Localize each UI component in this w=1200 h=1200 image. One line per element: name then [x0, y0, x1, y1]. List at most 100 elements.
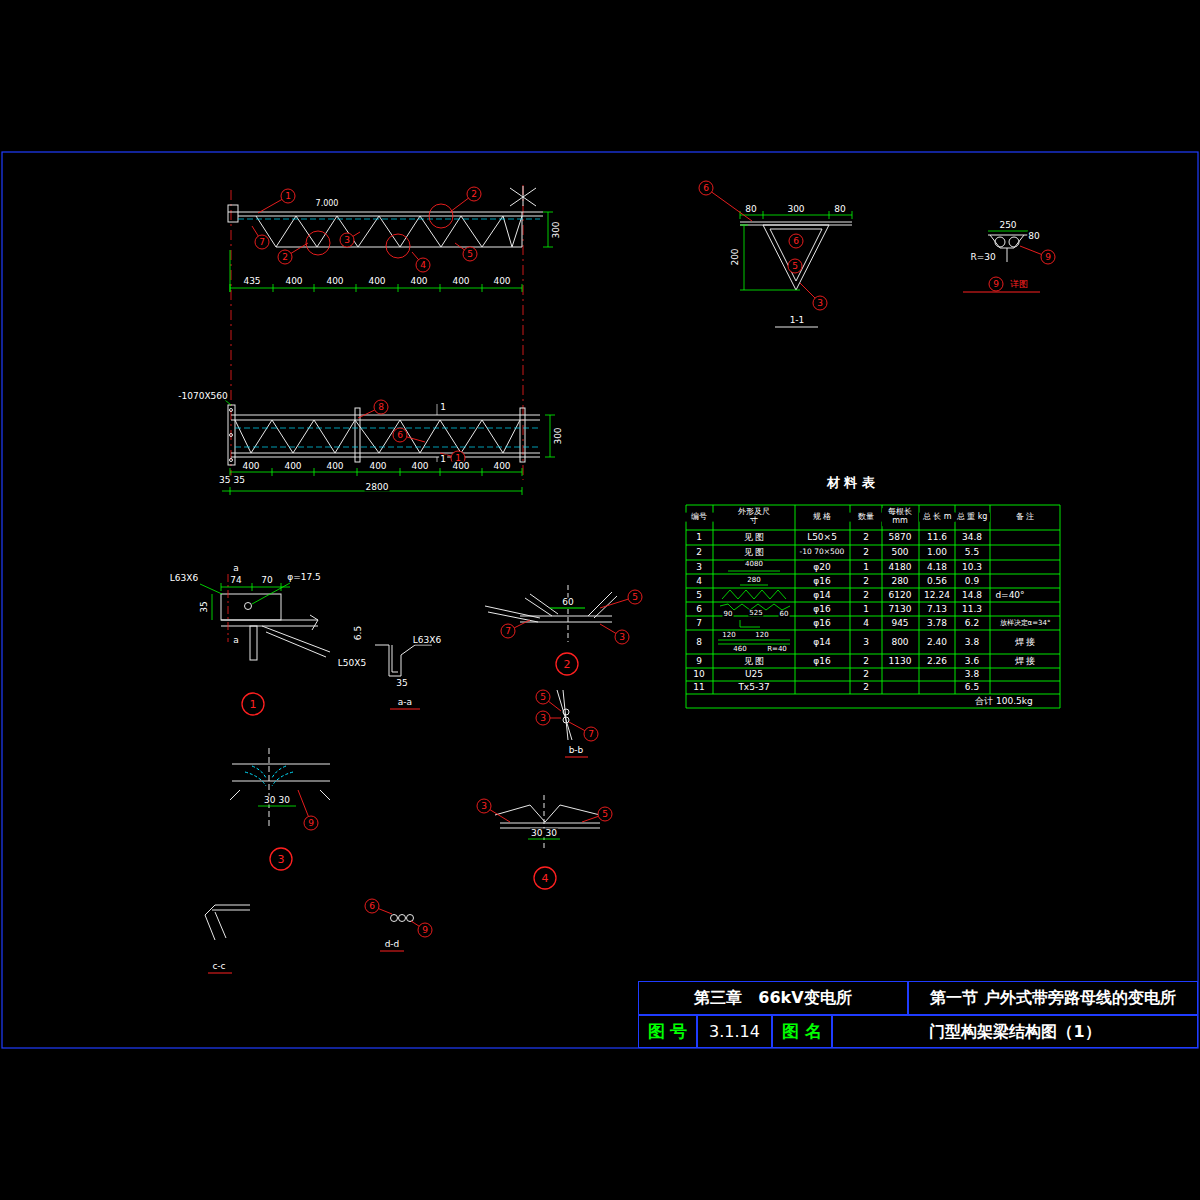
table-cell: 4180 [888, 563, 913, 572]
table-cell: Tx5-37 [737, 683, 770, 692]
table-rule [686, 708, 1060, 709]
dimension: 35 [200, 600, 209, 613]
callout-circle [418, 923, 432, 937]
table-rule [686, 530, 1060, 531]
dimension: 35 [395, 679, 408, 688]
table-header: 规 格 [804, 513, 840, 522]
table-rule [955, 505, 956, 694]
detail-2 [485, 585, 617, 642]
detail-1 [221, 594, 330, 660]
table-cell: 2 [862, 657, 870, 666]
leader-line [291, 243, 308, 253]
dimension: 2800 [365, 483, 390, 492]
table-cell: -10 70×500 [799, 548, 846, 556]
table-cell: 4.18 [926, 563, 948, 572]
callout-circle [584, 727, 598, 741]
shape-dimension: 120 [721, 632, 736, 639]
leader-line [358, 410, 375, 418]
callout-circle [463, 247, 477, 261]
title-text: 第三章 66kV变电所 [694, 989, 851, 1007]
table-rule [686, 560, 1060, 561]
callout-number: 3 [480, 802, 488, 811]
table-rule [686, 602, 1060, 603]
table-rule [686, 616, 1060, 617]
leader-line [378, 909, 392, 914]
table-cell: 8 [695, 638, 703, 647]
table-cell: 800 [890, 638, 909, 647]
dimension: 400 [409, 277, 428, 286]
table-cell: 见 图 [743, 533, 766, 542]
leader-line [549, 701, 561, 711]
table-cell: 7130 [888, 605, 913, 614]
table-header: 编号 [681, 513, 717, 522]
dimension: 300 [552, 220, 561, 239]
table-cell: 11.3 [961, 605, 983, 614]
callout-circle [278, 250, 292, 264]
table-cell: U25 [744, 670, 764, 679]
dimension: 300 [554, 426, 563, 445]
table-cell: 6.2 [964, 619, 980, 628]
section-label: 1-1 [789, 316, 806, 325]
table-rule [686, 505, 687, 708]
leader-line [514, 620, 530, 628]
leader-line [258, 199, 282, 213]
callout-circle [1041, 250, 1055, 264]
leader-line [455, 243, 464, 250]
title-text: 图 号 [648, 1022, 688, 1041]
section-label: a [232, 636, 240, 645]
table-rule [686, 654, 1060, 655]
title-block-cell: 门型构架梁结构图（1） [832, 1015, 1198, 1048]
section-1-1 [740, 222, 852, 327]
table-header: 每根长 mm [882, 508, 918, 526]
title-block-cell: 第三章 66kV变电所 [638, 981, 908, 1015]
callout-number: 7 [258, 238, 266, 247]
table-cell: 2 [862, 577, 870, 586]
table-rule [686, 694, 1060, 695]
table-cell: 4 [695, 577, 703, 586]
shape-dimension: 90 [723, 611, 734, 618]
dimension: 435 [242, 277, 261, 286]
dimension: 250 [998, 221, 1017, 230]
centre-line [238, 219, 540, 220]
table-cell: 500 [890, 548, 909, 557]
dimension: 400 [284, 277, 303, 286]
dimension: 200 [731, 247, 740, 266]
table-rule [713, 505, 714, 694]
title-text: 3.1.14 [709, 1023, 760, 1041]
callout-number: 8 [377, 403, 385, 412]
shape-dimension: 120 [754, 632, 769, 639]
callout-circle [615, 630, 629, 644]
table-rule [686, 630, 1060, 631]
table-cell: 1 [862, 605, 870, 614]
callout-circle [340, 233, 354, 247]
dimension-lines [740, 211, 852, 290]
table-cell: φ16 [812, 605, 831, 614]
callout-number: 6 [396, 431, 404, 440]
dimension: 400 [325, 277, 344, 286]
dimension: 400 [410, 462, 429, 471]
callout-number: 9 [992, 280, 1000, 289]
callout-number: 2 [470, 190, 478, 199]
callout-number: 4 [419, 261, 427, 270]
table-cell: 4 [862, 619, 870, 628]
table-cell: 0.56 [926, 577, 948, 586]
table-header: 总 重 kg [954, 513, 990, 522]
callout-number: 5 [539, 693, 547, 702]
section-label: a [232, 564, 240, 573]
dimension: L50X5 [337, 659, 367, 668]
dimension: 80 [833, 205, 846, 214]
table-cell: φ16 [812, 657, 831, 666]
callout-number: 5 [466, 250, 474, 259]
table-cell: 焊 接 [1014, 657, 1037, 666]
dimension: 400 [368, 462, 387, 471]
dimension-lines [988, 231, 1028, 232]
table-cell: 3.6 [964, 657, 980, 666]
table-cell: φ14 [812, 591, 831, 600]
detail-number: 4 [541, 873, 550, 884]
detail-4 [495, 795, 600, 850]
table-rule [795, 505, 796, 694]
table-cell: 14.8 [961, 591, 983, 600]
dimension: φ=17.5 [286, 573, 322, 582]
dimension-lines [222, 400, 555, 495]
callout-number: 2 [281, 253, 289, 262]
